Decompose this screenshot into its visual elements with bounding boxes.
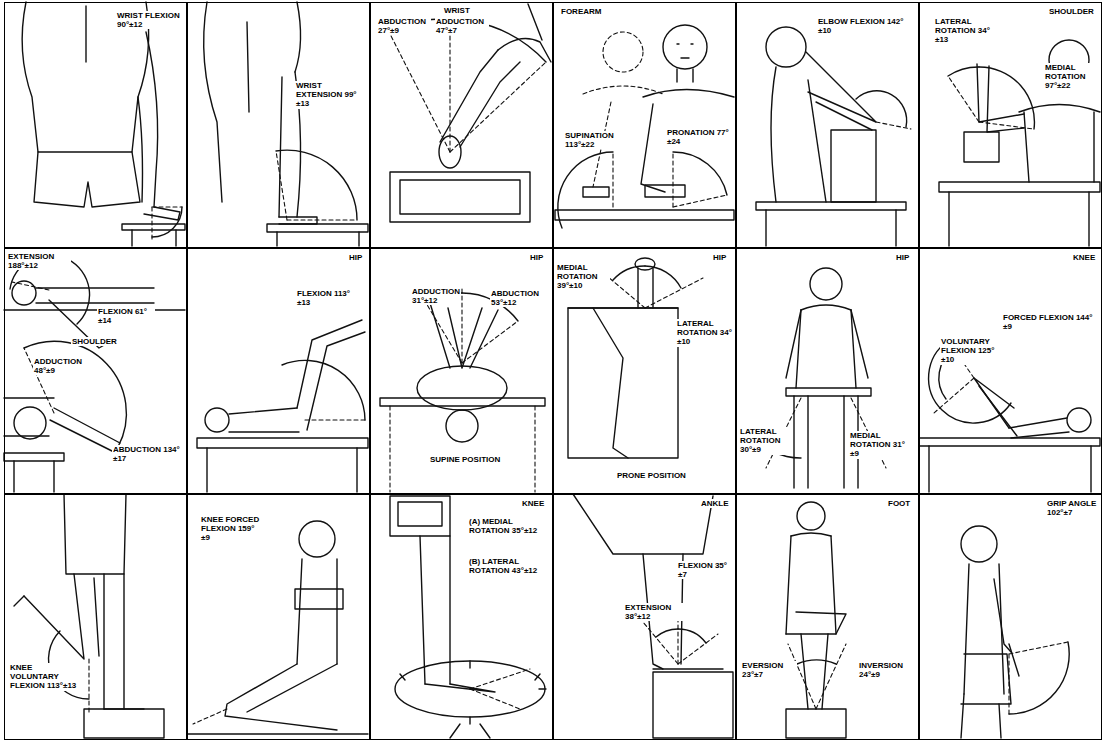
motion-panel: KNEE FORCED FLEXION 144°±9VOLUNTARY FLEXI… [919,248,1102,494]
motion-label: MEDIAL ROTATION 39°±10 [556,263,610,291]
motion-label: ELBOW FLEXION 142°±10 [817,17,914,35]
motion-label: EXTENSION 38°±12 [624,603,686,621]
motion-label: HIP [529,253,544,262]
motion-panel: FOOT EVERSION 23°±7 INVERSION 24°±9 [736,494,919,740]
motion-label: KNEE [521,499,545,508]
motion-label: SHOULDER [1048,7,1095,16]
hip-abduction-figure [380,288,545,492]
motion-panel: HIP MEDIAL ROTATION 39°±10LATERAL ROTATIO… [553,248,736,494]
motion-label: KNEE [1072,253,1096,262]
motion-label: EXTENSION 188°±12 [7,252,71,270]
motion-label: HIP [348,253,363,262]
motion-label: MEDIAL ROTATION 31°±9 [849,431,913,459]
wrist-flexion-figure [22,2,185,246]
ankle-flexion-figure [573,494,733,738]
motion-label: GRIP ANGLE 102°±7 [1046,499,1100,517]
motion-panel: WRIST FLEXION 90°±12 [4,2,187,248]
motion-label: WRIST EXTENSION 99°±13 [295,81,367,109]
motion-label: INVERSION 24°±9 [858,661,916,679]
motion-label: ABDUCTION 27°±9 [377,17,431,35]
motion-panel: KNEE (A) MEDIAL ROTATION 35°±12 (B) LATERA… [370,494,553,740]
motion-label: FLEXION 113°±13 [296,289,364,307]
motion-panel: EXTENSION 188°±12FLEXION 61°±14SHOULDER A… [4,248,187,494]
motion-panel: HIP FLEXION 113°±13 [187,248,370,494]
motion-label: SUPINATION 113°±22 [564,131,626,149]
motion-label: (B) LATERAL ROTATION 43°±12 [468,557,550,575]
motion-label: LATERAL ROTATION 30°±9 [739,427,793,455]
motion-label: FOOT [887,499,911,508]
motion-label: PRONATION 77°±24 [666,128,730,146]
motion-label: ADDUCTION 31°±12 [411,287,461,305]
motion-label: VOLUNTARY FLEXION 125°±10 [940,337,1000,365]
motion-panel: ANKLE FLEXION 35°±7EXTENSION 38°±12 [553,494,736,740]
motion-panel: FOREARM SUPINATION 113°±22 PRONATION 77°±2… [553,2,736,248]
motion-label: WRIST FLEXION 90°±12 [116,11,184,29]
motion-label: (A) MEDIAL ROTATION 35°±12 [468,517,550,535]
knee-flexion-standing-figure [14,494,164,738]
motion-label: LATERAL ROTATION 34°±10 [676,319,734,347]
motion-label: PRONE POSITION [616,471,687,480]
forearm-rotation-figure [555,25,734,228]
motion-panel: WRIST ABDUCTION 27°±9ADDUCTION 47°±7 [370,2,553,248]
wrist-extension-figure [204,2,368,246]
motion-panel: ELBOW FLEXION 142°±10 [736,2,919,248]
motion-panel: GRIP ANGLE 102°±7 [919,494,1102,740]
motion-label: ANKLE [700,499,730,508]
motion-panel: HIP ADDUCTION 31°±12 ABDUCTION 53°±12SUPIN… [370,248,553,494]
motion-label: ADDUCTION 47°±7 [435,17,489,35]
motion-label: KNEE VOLUNTARY FLEXION 113°±13 [9,663,83,691]
motion-label: ABDUCTION 134°±17 [112,445,184,463]
hip-flexion-figure [197,320,368,492]
motion-panel: KNEE FORCED FLEXION 159°±9 [187,494,370,740]
motion-panel: SHOULDER LATERAL ROTATION 34°±13MEDIAL RO… [919,2,1102,248]
motion-label: WRIST [443,6,471,15]
motion-label: SHOULDER [71,337,118,346]
grip-angle-figure [961,526,1069,738]
motion-label: FORCED FLEXION 144°±9 [1002,313,1099,331]
motion-label: HIP [895,253,910,262]
motion-panel: WRIST EXTENSION 99°±13 [187,2,370,248]
foot-inversion-figure [786,502,846,738]
motion-panel: HIP LATERAL ROTATION 30°±9 MEDIAL ROTATION… [736,248,919,494]
motion-label: FLEXION 61°±14 [97,307,155,325]
elbow-flexion-figure [756,27,911,246]
motion-label: FOREARM [560,7,602,16]
knee-forced-flexion-figure [187,521,368,734]
motion-label: ADDUCTION 48°±9 [33,357,93,375]
shoulder-flexion-abduction-figure [4,255,185,492]
motion-label: ABDUCTION 53°±12 [490,289,550,307]
motion-label: MEDIAL ROTATION 97°±22 [1044,63,1100,91]
wrist-deviation-figure [389,4,551,222]
motion-label: KNEE FORCED FLEXION 159°±9 [200,515,264,543]
motion-panel: KNEE VOLUNTARY FLEXION 113°±13 [4,494,187,740]
motion-label: LATERAL ROTATION 34°±13 [934,17,994,45]
motion-label: EVERSION 23°±7 [741,661,797,679]
motion-label: FLEXION 35°±7 [677,561,733,579]
motion-label: HIP [712,253,727,262]
motion-label: SUPINE POSITION [429,455,501,464]
shoulder-rotation-figure [939,40,1100,246]
